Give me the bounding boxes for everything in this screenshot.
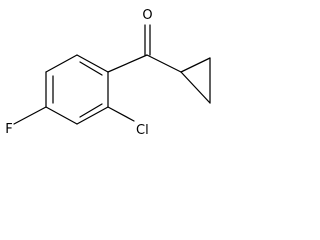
fluoro-substituent: F (5, 106, 47, 137)
cyclopropyl-bond-1 (180, 57, 211, 73)
chlorine-label: Cl (136, 123, 149, 138)
cyclopropyl-bond-3 (180, 71, 211, 104)
fluorine-label: F (5, 122, 12, 137)
bond-ring-to-chlorine (107, 106, 135, 122)
bond-ring-to-carbonyl (107, 54, 148, 73)
ring-bond-c6-c1 (76, 54, 109, 73)
benzene-ring (45, 54, 109, 125)
ring-inner-double-bond-c2-c3 (79, 103, 103, 118)
ring-bond-c5-c6 (45, 54, 78, 73)
bond-carbonyl-to-cyclopropyl (146, 54, 182, 73)
ring-inner-double-bond-c6-c1 (79, 61, 103, 76)
ring-bond-c2-c3 (76, 106, 109, 125)
carbonyl-group: O (107, 8, 153, 73)
chemical-structure-diagram: O Cl F (5, 8, 211, 138)
ring-bond-c3-c4 (45, 106, 78, 125)
oxygen-label: O (142, 8, 152, 23)
bond-ring-to-fluorine (13, 106, 47, 125)
chloro-substituent: Cl (107, 106, 149, 138)
cyclopropyl-group (146, 54, 211, 104)
